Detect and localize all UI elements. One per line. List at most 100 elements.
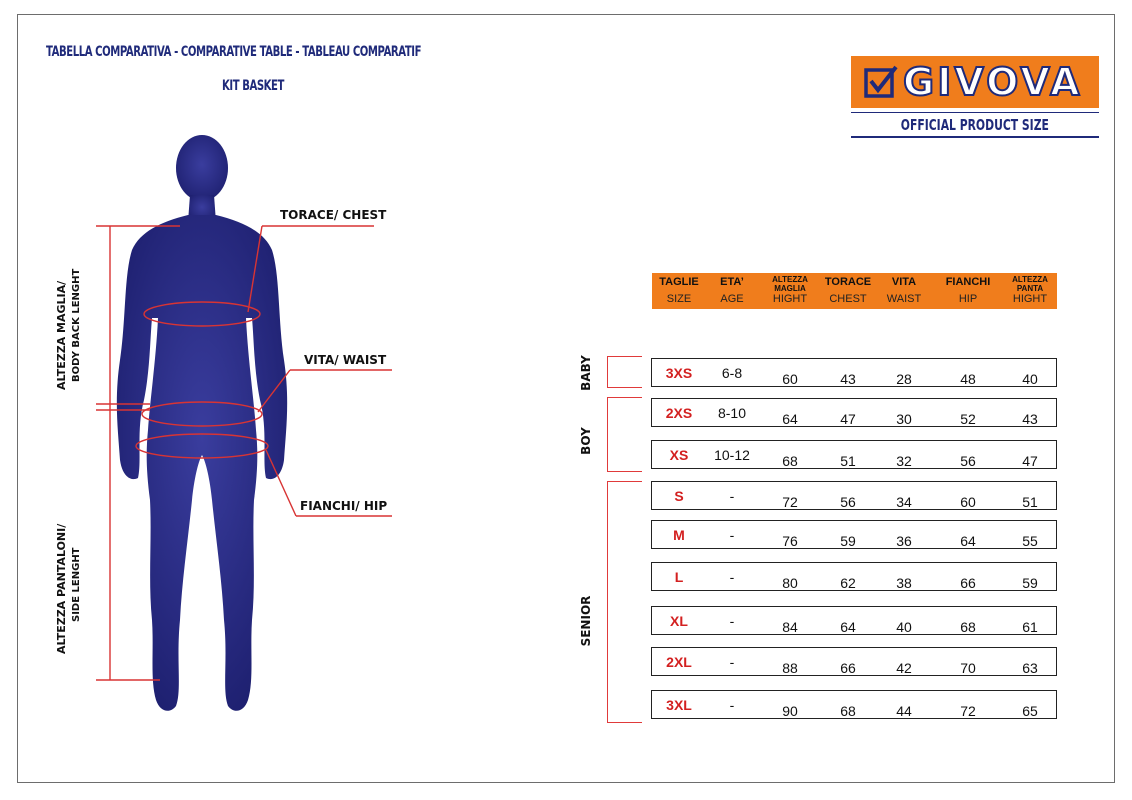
value-cell: 80 <box>782 574 798 591</box>
column-header-sublabel: HIP <box>958 293 978 305</box>
value-cell: 47 <box>1022 452 1038 469</box>
value-cell: 10-12 <box>714 446 750 463</box>
value-cell: 36 <box>896 532 912 549</box>
column-header: TAGLIE SIZE <box>649 273 709 309</box>
value-cell: 59 <box>1022 574 1038 591</box>
column-header-label: ALTEZZA MAGLIA <box>772 275 808 293</box>
column-header-sublabel: HIGHT <box>772 293 808 305</box>
value-cell: 72 <box>782 493 798 510</box>
column-header-sublabel: WAIST <box>886 293 922 305</box>
value-cell: 30 <box>896 410 912 427</box>
value-cell: - <box>729 653 735 670</box>
value-cell: 44 <box>896 702 912 719</box>
column-header-sublabel: AGE <box>720 293 744 305</box>
size-cell: XS <box>669 446 689 463</box>
value-cell: 51 <box>1022 493 1038 510</box>
value-cell: 43 <box>840 370 856 387</box>
side-length-label-1: ALTEZZA PANTALONI/ <box>55 523 68 654</box>
column-header-label: TORACE <box>824 276 872 288</box>
checkbox-icon <box>864 65 898 98</box>
value-cell: 59 <box>840 532 856 549</box>
page-frame <box>17 14 1115 783</box>
value-cell: 84 <box>782 618 798 635</box>
value-cell: 40 <box>1022 370 1038 387</box>
body-length-label-2: BODY BACK LENGHT <box>71 268 82 382</box>
column-header-sublabel: CHEST <box>829 293 867 305</box>
column-header-label: ALTEZZA PANTA <box>1012 275 1048 293</box>
waist-label: VITA/ WAIST <box>304 353 387 367</box>
value-cell: - <box>729 696 735 713</box>
column-header-sublabel: SIZE <box>666 293 692 305</box>
value-cell: 56 <box>840 493 856 510</box>
givova-logo: GIVOVA <box>851 56 1099 108</box>
value-cell: 62 <box>840 574 856 591</box>
value-cell: 6-8 <box>721 364 743 381</box>
group-bracket-boy <box>607 397 642 472</box>
value-cell: 64 <box>840 618 856 635</box>
size-cell: 2XS <box>665 404 693 421</box>
human-silhouette <box>116 135 288 711</box>
value-cell: 64 <box>782 410 798 427</box>
value-cell: - <box>729 612 735 629</box>
column-header-label: FIANCHI <box>945 276 991 288</box>
column-header-label: ETA’ <box>720 276 744 288</box>
size-cell: 3XS <box>665 364 693 381</box>
column-header: FIANCHI HIP <box>938 273 998 309</box>
value-cell: 76 <box>782 532 798 549</box>
value-cell: 52 <box>960 410 976 427</box>
value-cell: - <box>729 487 735 504</box>
group-bracket-senior <box>607 481 642 723</box>
table-row: 3XL - 90 68 44 72 65 <box>651 690 1057 719</box>
page-subtitle: KIT BASKET <box>222 78 284 94</box>
side-length-label-2: SIDE LENGHT <box>71 547 82 622</box>
brand-name: GIVOVA <box>902 59 1083 105</box>
value-cell: 61 <box>1022 618 1038 635</box>
value-cell: 70 <box>960 659 976 676</box>
body-length-label-1: ALTEZZA MAGLIA/ <box>55 280 68 390</box>
size-cell: 3XL <box>666 696 692 713</box>
page-title: TABELLA COMPARATIVA - COMPARATIVE TABLE … <box>46 44 422 60</box>
column-header-label: TAGLIE <box>659 276 699 288</box>
size-cell: M <box>673 526 685 543</box>
value-cell: 68 <box>840 702 856 719</box>
value-cell: 32 <box>896 452 912 469</box>
value-cell: 63 <box>1022 659 1038 676</box>
value-cell: 28 <box>896 370 912 387</box>
value-cell: - <box>729 568 735 585</box>
value-cell: 55 <box>1022 532 1038 549</box>
value-cell: 68 <box>960 618 976 635</box>
group-label-senior: SENIOR <box>579 595 593 647</box>
value-cell: 90 <box>782 702 798 719</box>
value-cell: 65 <box>1022 702 1038 719</box>
column-header: ETA’ AGE <box>702 273 762 309</box>
column-header: TORACE CHEST <box>818 273 878 309</box>
official-size-label: OFFICIAL PRODUCT SIZE <box>900 116 1050 134</box>
value-cell: 34 <box>896 493 912 510</box>
value-cell: 72 <box>960 702 976 719</box>
value-cell: - <box>729 526 735 543</box>
group-bracket-baby <box>607 356 642 388</box>
column-header-sublabel: HIGHT <box>1012 293 1048 305</box>
value-cell: 66 <box>840 659 856 676</box>
body-figure <box>96 135 392 711</box>
group-label-baby: BABY <box>579 355 593 391</box>
value-cell: 38 <box>896 574 912 591</box>
value-cell: 47 <box>840 410 856 427</box>
value-cell: 60 <box>782 370 798 387</box>
value-cell: 40 <box>896 618 912 635</box>
size-cell: L <box>674 568 684 585</box>
value-cell: 88 <box>782 659 798 676</box>
size-cell: XL <box>670 612 688 629</box>
value-cell: 60 <box>960 493 976 510</box>
